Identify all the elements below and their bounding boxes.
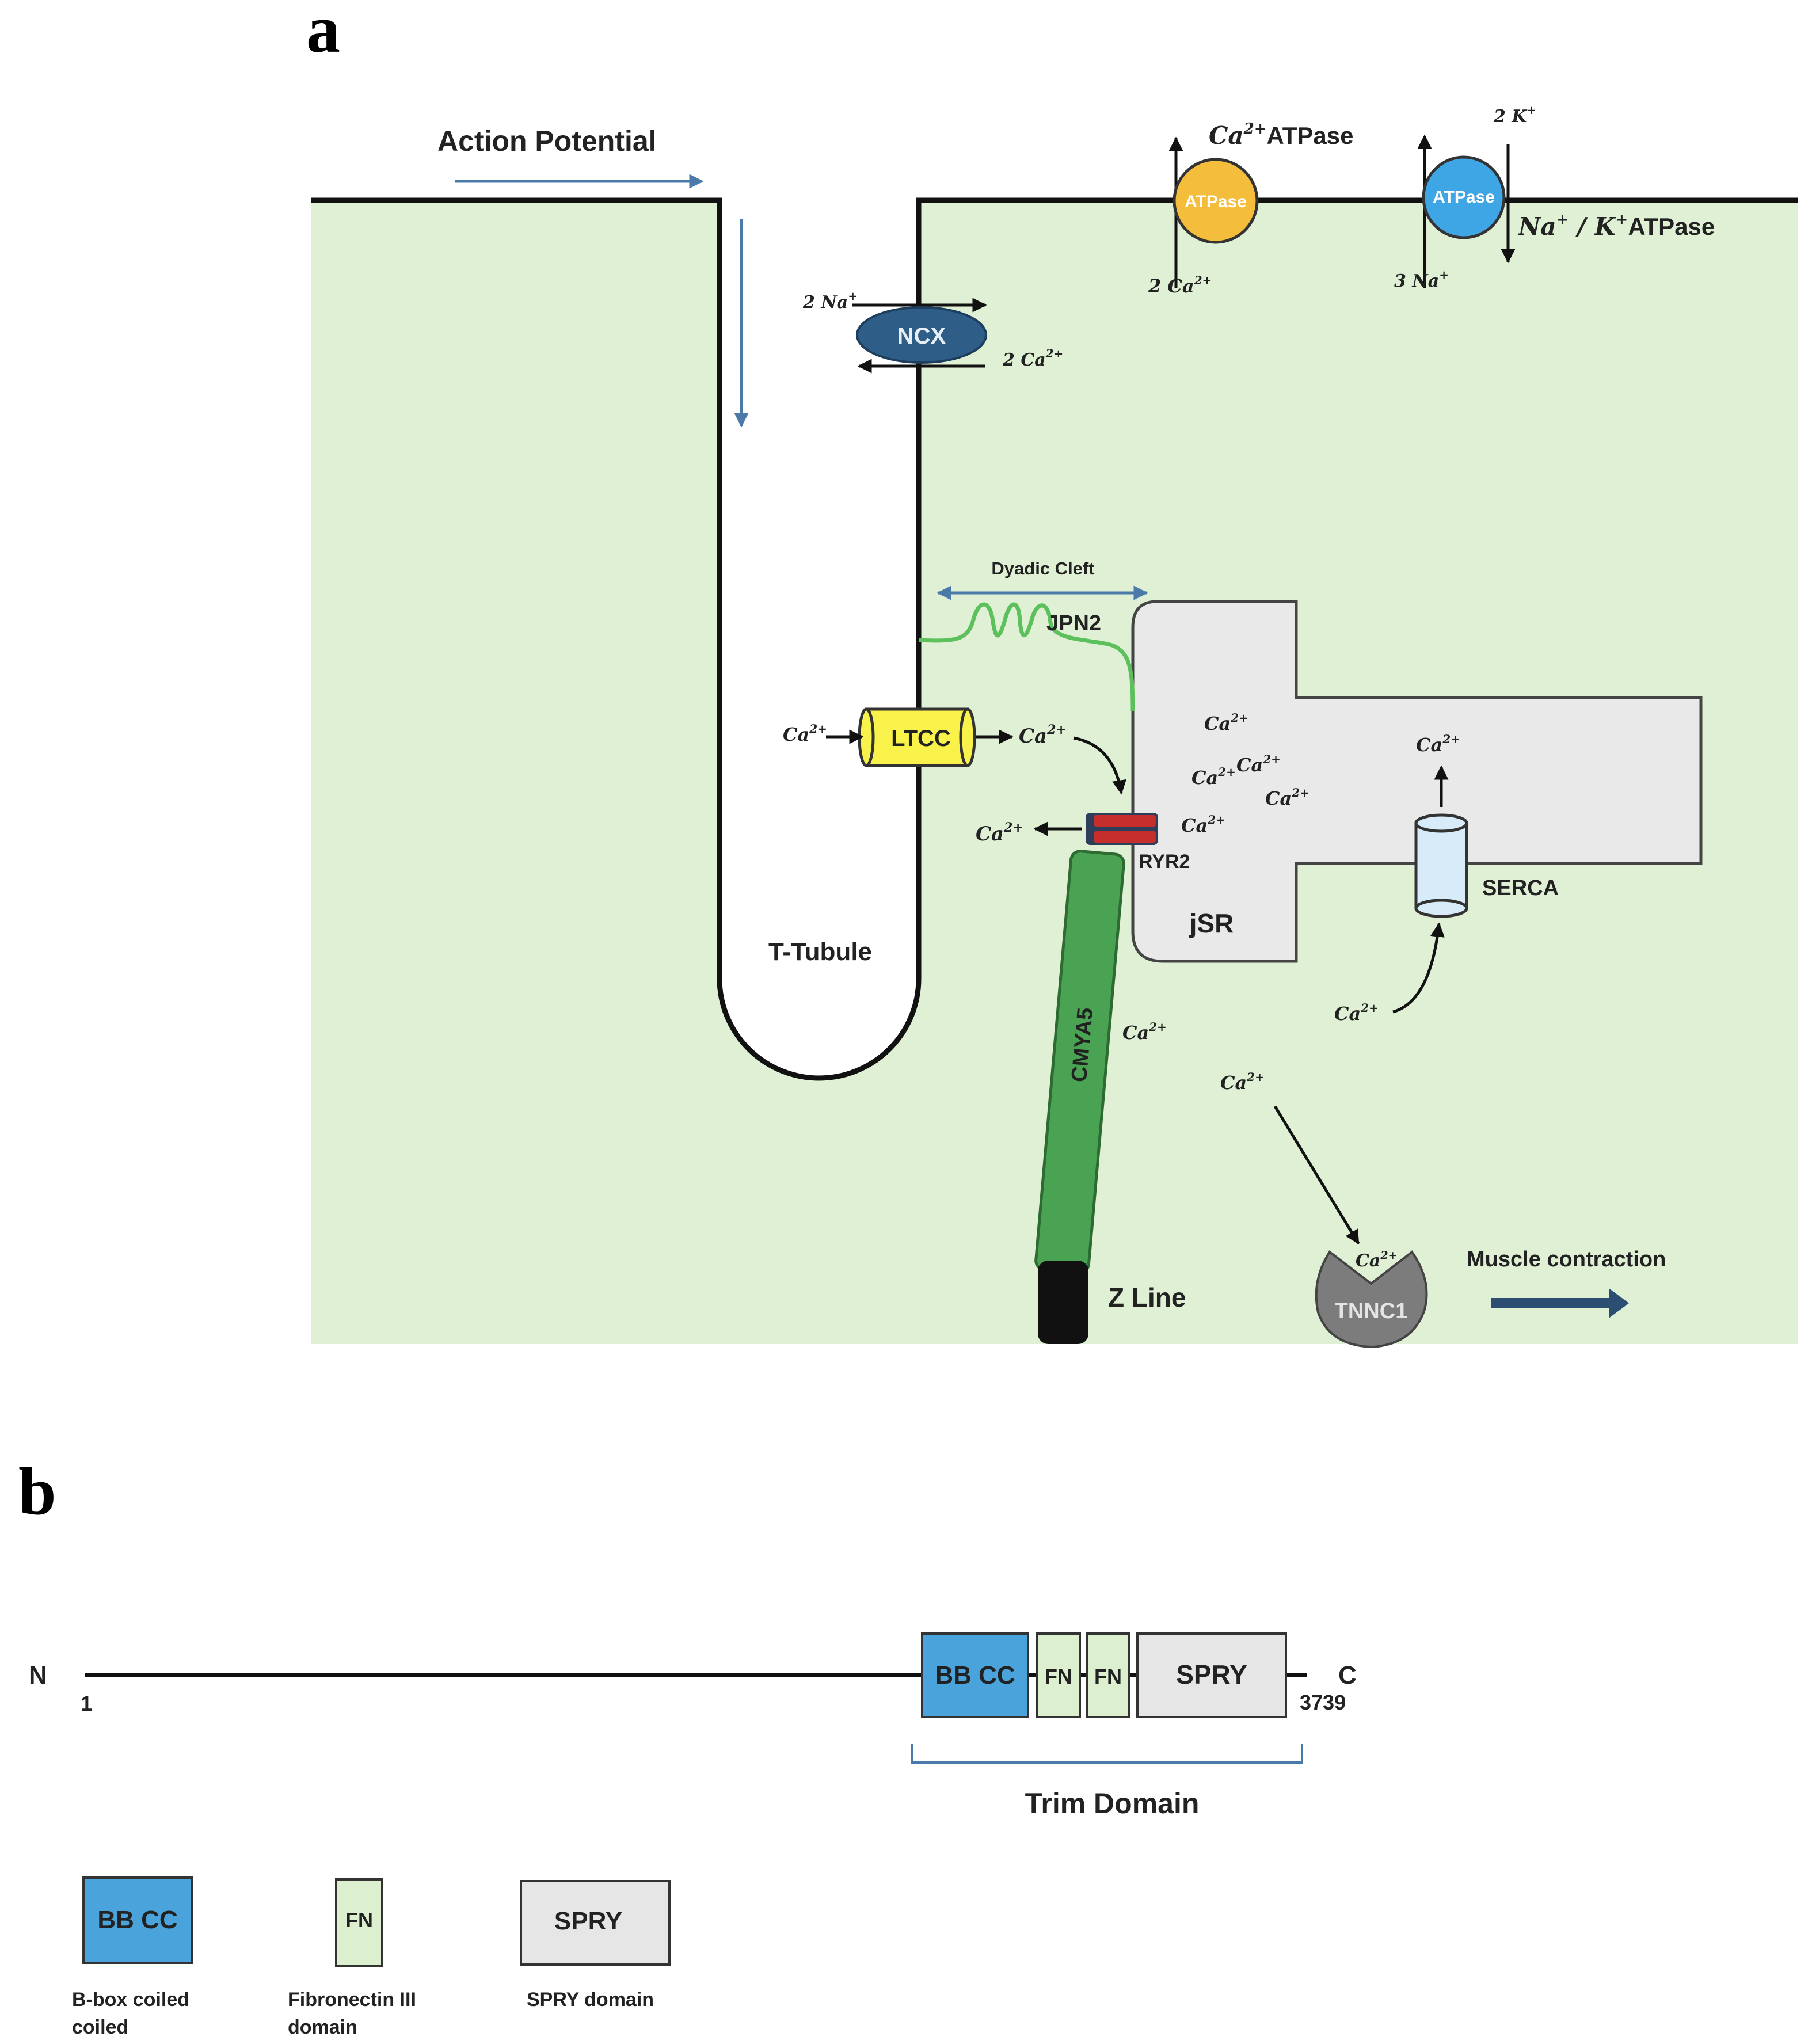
serca-pump [1414, 813, 1468, 918]
panel-a-label: a [306, 0, 340, 67]
ca-ion-sr-5: Ca2+ [1181, 813, 1225, 836]
legend-spry-swatch [520, 1880, 671, 1966]
ltcc-label: LTCC [891, 726, 951, 751]
ncx-na-label: 2 Na+ [802, 289, 858, 313]
ncx-ca-label: 2 Ca2+ [1002, 347, 1063, 370]
legend-bbcc-text-1: B-box coiled [72, 1989, 189, 2011]
ca-ion-cmya5: Ca2+ [1122, 1020, 1167, 1044]
ca-to-ryr2-arrow [1073, 736, 1126, 795]
ca-ion-serca-in: Ca2+ [1334, 1001, 1379, 1025]
start-residue-label: 1 [81, 1692, 92, 1715]
ncx-label: NCX [897, 323, 946, 349]
serca-label: SERCA [1482, 876, 1559, 900]
na-k-atpase: ATPase 2 K+ 3 Na+ Na+ / K+ATPase [1394, 103, 1715, 291]
ryr2-receptor [1086, 813, 1158, 845]
z-line-label: Z Line [1108, 1282, 1186, 1312]
na-k-atpase-label: Na+ / K+ATPase [1517, 211, 1715, 241]
sarcolemma [311, 197, 1798, 1081]
legend-fn-text-2: domain [288, 2016, 357, 2038]
z-line [1038, 1261, 1088, 1344]
muscle-contraction-label: Muscle contraction [1467, 1247, 1666, 1272]
ca-ion-ltcc-out: Ca2+ [1019, 722, 1067, 748]
legend-fn-text-1: Fibronectin III [288, 1989, 416, 2011]
junctional-sr [1131, 600, 1703, 963]
tnnc1-troponin [1315, 1250, 1428, 1349]
legend-bbcc-box-label: BB CC [97, 1906, 177, 1934]
fn-domain-1 [1036, 1632, 1081, 1718]
ca-ion-tnnc1: Ca2+ [1356, 1249, 1397, 1271]
trim-domain-label: Trim Domain [1025, 1787, 1200, 1820]
k-ion-label: 2 K+ [1493, 103, 1536, 127]
legend-spry-box-label: SPRY [554, 1907, 622, 1935]
panel-b-label: b [18, 1453, 56, 1529]
spry-domain-label: SPRY [1176, 1659, 1247, 1689]
contraction-arrow [1491, 1288, 1629, 1318]
legend-fn-box-label: FN [345, 1908, 373, 1932]
ca-ion-sr-3: Ca2+ [1236, 752, 1281, 776]
ca-to-serca-arrow [1392, 922, 1445, 1014]
ca-ion-ltcc-in: Ca2+ [783, 722, 827, 745]
na-ion-label: 3 Na+ [1394, 268, 1449, 291]
dyadic-cleft-label: Dyadic Cleft [991, 558, 1094, 578]
ca-atpase-badge: ATPase [1185, 192, 1247, 211]
legend-spry-text-1: SPRY domain [527, 1989, 654, 2011]
trim-domain-bracket [911, 1744, 1303, 1764]
ca-ion-serca-out: Ca2+ [1416, 732, 1460, 756]
n-terminus-label: N [29, 1661, 47, 1689]
legend: BB CC B-box coiled coiled FN Fibronectin… [72, 1876, 671, 2038]
t-tubule-label: T-Tubule [768, 938, 872, 966]
ncx-exchanger: NCX 2 Na+ 2 Ca2+ [802, 289, 1063, 374]
ca-atpase: ATPase Ca2+ATPase 2 Ca2+ [1148, 120, 1354, 297]
legend-bbcc-text-2: coiled [72, 2016, 128, 2038]
ca-atpase-in-label: 2 Ca2+ [1148, 273, 1212, 297]
ca-ion-sr-4: Ca2+ [1265, 786, 1309, 809]
fn-domain-2 [1086, 1632, 1130, 1718]
jpn2-label: JPN2 [1046, 611, 1101, 635]
legend-bbcc-swatch [82, 1876, 193, 1964]
end-residue-label: 3739 [1300, 1691, 1346, 1714]
fn-domain-1-label: FN [1045, 1665, 1072, 1688]
spry-domain [1136, 1632, 1287, 1718]
action-potential-label: Action Potential [437, 125, 657, 157]
c-terminus-label: C [1338, 1661, 1357, 1689]
jpn2-protein [918, 602, 1135, 711]
legend-fn-swatch [335, 1878, 383, 1967]
ca-to-tnnc1-arrow [1273, 1105, 1360, 1245]
jsr-label: jSR [1189, 908, 1234, 938]
ca-ion-sr-1: Ca2+ [1204, 711, 1248, 734]
fn-domain-2-label: FN [1094, 1665, 1122, 1688]
ca-ion-sr-2: Ca2+ [1191, 765, 1236, 789]
cytoplasm [311, 200, 1798, 1344]
ryr2-label: RYR2 [1139, 851, 1190, 873]
ltcc-channel: LTCC [858, 707, 976, 767]
ca-ion-labels: Ca2+ Ca2+ Ca2+ Ca2+ Ca2+ Ca2+ Ca2+ Ca2+ … [783, 711, 1460, 1271]
bbcc-domain-label: BB CC [935, 1661, 1015, 1689]
ca-atpase-label: Ca2+ATPase [1209, 120, 1354, 150]
ca-ion-cytosol: Ca2+ [1220, 1070, 1265, 1094]
tnnc1-label: TNNC1 [1335, 1299, 1408, 1323]
ca-ion-ryr2-release: Ca2+ [976, 820, 1023, 846]
na-k-atpase-badge: ATPase [1433, 188, 1495, 207]
bbcc-domain [921, 1632, 1029, 1718]
cmya5-protein: CMYA5 [1034, 850, 1125, 1274]
